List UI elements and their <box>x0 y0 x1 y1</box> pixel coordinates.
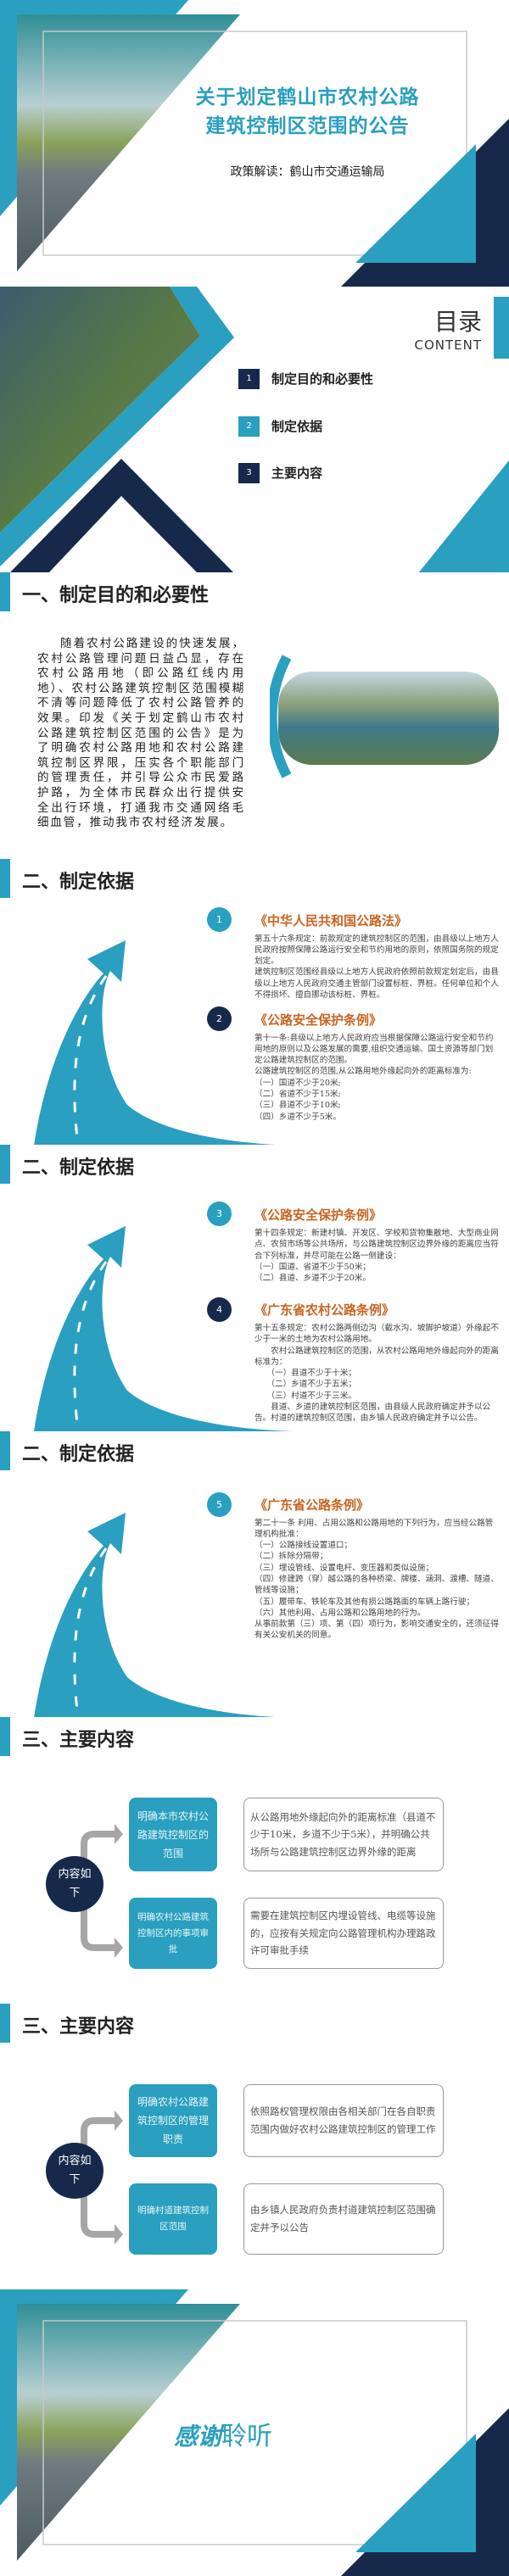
topic-box: 明确本市农村公路建筑控制区的范围 <box>129 1798 217 1871</box>
title-line-2: 建筑控制区范围的公告 <box>205 114 410 137</box>
toc-item-1[interactable]: 1 制定目的和必要性 <box>238 368 374 389</box>
basis-number-4: 4 <box>207 1297 232 1322</box>
law-item-1: 《中华人民共和国公路法》 第五十六条规定：前款规定的建筑控制区的范围，由县级以上… <box>255 912 501 1001</box>
topic-box: 明确农村公路建筑控制区内的事项审批 <box>129 1898 217 1969</box>
title-frame <box>42 31 467 256</box>
closing-slide: 感谢聆听 <box>0 2289 509 2576</box>
section-heading: 一、制定目的和必要性 <box>22 584 210 606</box>
section1-slide: 一、制定目的和必要性 随着农村公路建设的快速发展，农村公路管理问题日益凸显，存在… <box>0 572 509 859</box>
law-body: 第十一条:县级以上地方人民政府应当根据保障公路运行安全和节约用地的原则以及公路发… <box>255 1033 494 1122</box>
heading-accent-bar <box>0 2003 10 2043</box>
basis-number-1: 1 <box>207 906 232 932</box>
hub-circle: 内容如下 <box>46 1856 103 1912</box>
cover-title: 关于划定鹤山市农村公路 建筑控制区范围的公告 <box>161 83 454 141</box>
toc-label: 制定依据 <box>271 419 323 434</box>
section-heading: 二、制定依据 <box>22 870 135 893</box>
river-photo <box>270 655 499 778</box>
heading-accent-bar <box>0 1145 10 1184</box>
detail-box: 从公路用地外缘起向外的距离标准（县道不少于10米，乡道不少于5米），并明确公共场… <box>243 1798 444 1871</box>
toc-number: 1 <box>238 368 260 389</box>
section-heading: 三、主要内容 <box>22 2015 135 2038</box>
detail-box: 由乡镇人民政府负责村道建筑控制区范围确定并予以公告 <box>243 2183 444 2255</box>
road-arrow-icon <box>34 940 283 1145</box>
law-body: 第十四条规定：新建村镇、开发区、学校和货物集散地、大型商业网点、农贸市场等公共场… <box>255 1229 499 1284</box>
law-item-2: 《公路安全保护条例》 第十一条:县级以上地方人民政府应当根据保障公路运行安全和节… <box>255 1011 501 1123</box>
heading-accent-bar <box>0 572 10 611</box>
basis-number-2: 2 <box>207 1006 232 1031</box>
section2-slide-2: 二、制定依据 3 《公路安全保护条例》 第十四条规定：新建村镇、开发区、学校和货… <box>0 1145 509 1431</box>
toc-label: 主要内容 <box>271 466 323 481</box>
road-arrow-icon <box>34 1226 283 1431</box>
toc-decoration <box>0 286 509 572</box>
law-body: 第五十六条规定：前款规定的建筑控制区的范围，由县级以上地方人民政府按照保障公路运… <box>255 934 499 1000</box>
cover-slide: 关于划定鹤山市农村公路 建筑控制区范围的公告 政策解读：鹤山市交通运输局 <box>0 0 509 287</box>
highway-photo <box>17 14 240 271</box>
closing-decoration <box>0 2289 509 2576</box>
branch-arrows-icon <box>81 1824 123 1958</box>
interchange-photo <box>0 286 200 532</box>
section3-slide-2: 三、主要内容 内容如下 明确农村公路建筑控制区的管理职责 依照路权管理权限由各相… <box>0 2003 509 2289</box>
basis-number-3: 3 <box>207 1202 232 1226</box>
topic-box: 明确农村公路建筑控制区的管理职责 <box>129 2083 217 2157</box>
thanks-text: 感谢聆听 <box>174 2415 272 2452</box>
topic-box: 明确村道建筑控制区范围 <box>129 2183 217 2255</box>
section-heading: 二、制定依据 <box>22 1157 135 1179</box>
heading-accent-bar <box>0 858 10 898</box>
title-line-1: 关于划定鹤山市农村公路 <box>195 86 420 109</box>
section2-slide-1: 二、制定依据 1 《中华人民共和国公路法》 第五十六条规定：前款规定的建筑控制区… <box>0 858 509 1145</box>
law-title: 《广东省农村公路条例》 <box>255 1302 395 1318</box>
purpose-paragraph: 随着农村公路建设的快速发展，农村公路管理问题日益凸显，存在农村公路用地（即公路红… <box>37 637 245 830</box>
section3-slide-1: 三、主要内容 内容如下 明确本市农村公路建筑控制区的范围 从公路用地外缘起向外的… <box>0 1717 509 2004</box>
heading-accent-bar <box>0 1430 10 1470</box>
highway-photo <box>17 2304 240 2561</box>
branch-arrows-icon <box>81 2110 123 2244</box>
toc-item-3[interactable]: 3 主要内容 <box>238 462 323 483</box>
toc-subtitle: CONTENT <box>414 337 482 353</box>
section-heading: 二、制定依据 <box>22 1442 135 1465</box>
hub-circle: 内容如下 <box>46 2142 103 2199</box>
road-arrow-icon <box>34 1512 283 1717</box>
law-title: 《公路安全保护条例》 <box>255 1207 383 1223</box>
toc-number: 3 <box>238 462 260 483</box>
law-body: 第二十一条 利用、占用公路和公路用地的下列行为，应当经公路管理机构批准： （一）… <box>255 1518 499 1641</box>
thanks-light: 聆听 <box>221 2422 273 2451</box>
toc-label: 制定目的和必要性 <box>271 371 374 387</box>
toc-slide: 目录 CONTENT 1 制定目的和必要性 2 制定依据 3 主要内容 <box>0 286 509 572</box>
detail-box: 依照路权管理权限由各相关部门在各自职责范围内做好农村公路建筑控制区的管理工作 <box>243 2083 444 2157</box>
law-body: 第十五条规定：农村公路两侧边沟（截水沟、坡脚护坡道）外缘起不少于一米的土地为农村… <box>255 1324 499 1424</box>
section-heading: 三、主要内容 <box>22 1729 135 1751</box>
law-item-3: 《公路安全保护条例》 第十四条规定：新建村镇、开发区、学校和货物集散地、大型商业… <box>255 1206 501 1284</box>
law-item-4: 《广东省农村公路条例》 第十五条规定：农村公路两侧边沟（截水沟、坡脚护坡道）外缘… <box>255 1301 501 1425</box>
cover-subtitle: 政策解读：鹤山市交通运输局 <box>230 165 385 179</box>
toc-number: 2 <box>238 415 260 437</box>
heading-accent-bar <box>0 1717 10 1756</box>
toc-title: 目录 <box>433 307 482 336</box>
law-item-5: 《广东省公路条例》 第二十一条 利用、占用公路和公路用地的下列行为，应当经公路管… <box>255 1496 501 1642</box>
detail-box: 需要在建筑控制区内埋设管线、电缆等设施的，应按有关规定向公路管理机构办理路政许可… <box>243 1898 444 1969</box>
cover-decoration <box>0 0 509 287</box>
section2-slide-3: 二、制定依据 5 《广东省公路条例》 第二十一条 利用、占用公路和公路用地的下列… <box>0 1430 509 1717</box>
law-title: 《中华人民共和国公路法》 <box>255 912 408 928</box>
basis-number-5: 5 <box>207 1492 232 1517</box>
toc-accent-bar <box>494 296 509 359</box>
law-title: 《广东省公路条例》 <box>255 1497 370 1513</box>
law-title: 《公路安全保护条例》 <box>255 1012 383 1028</box>
thanks-bold: 感谢 <box>174 2423 222 2451</box>
toc-item-2[interactable]: 2 制定依据 <box>238 415 323 437</box>
